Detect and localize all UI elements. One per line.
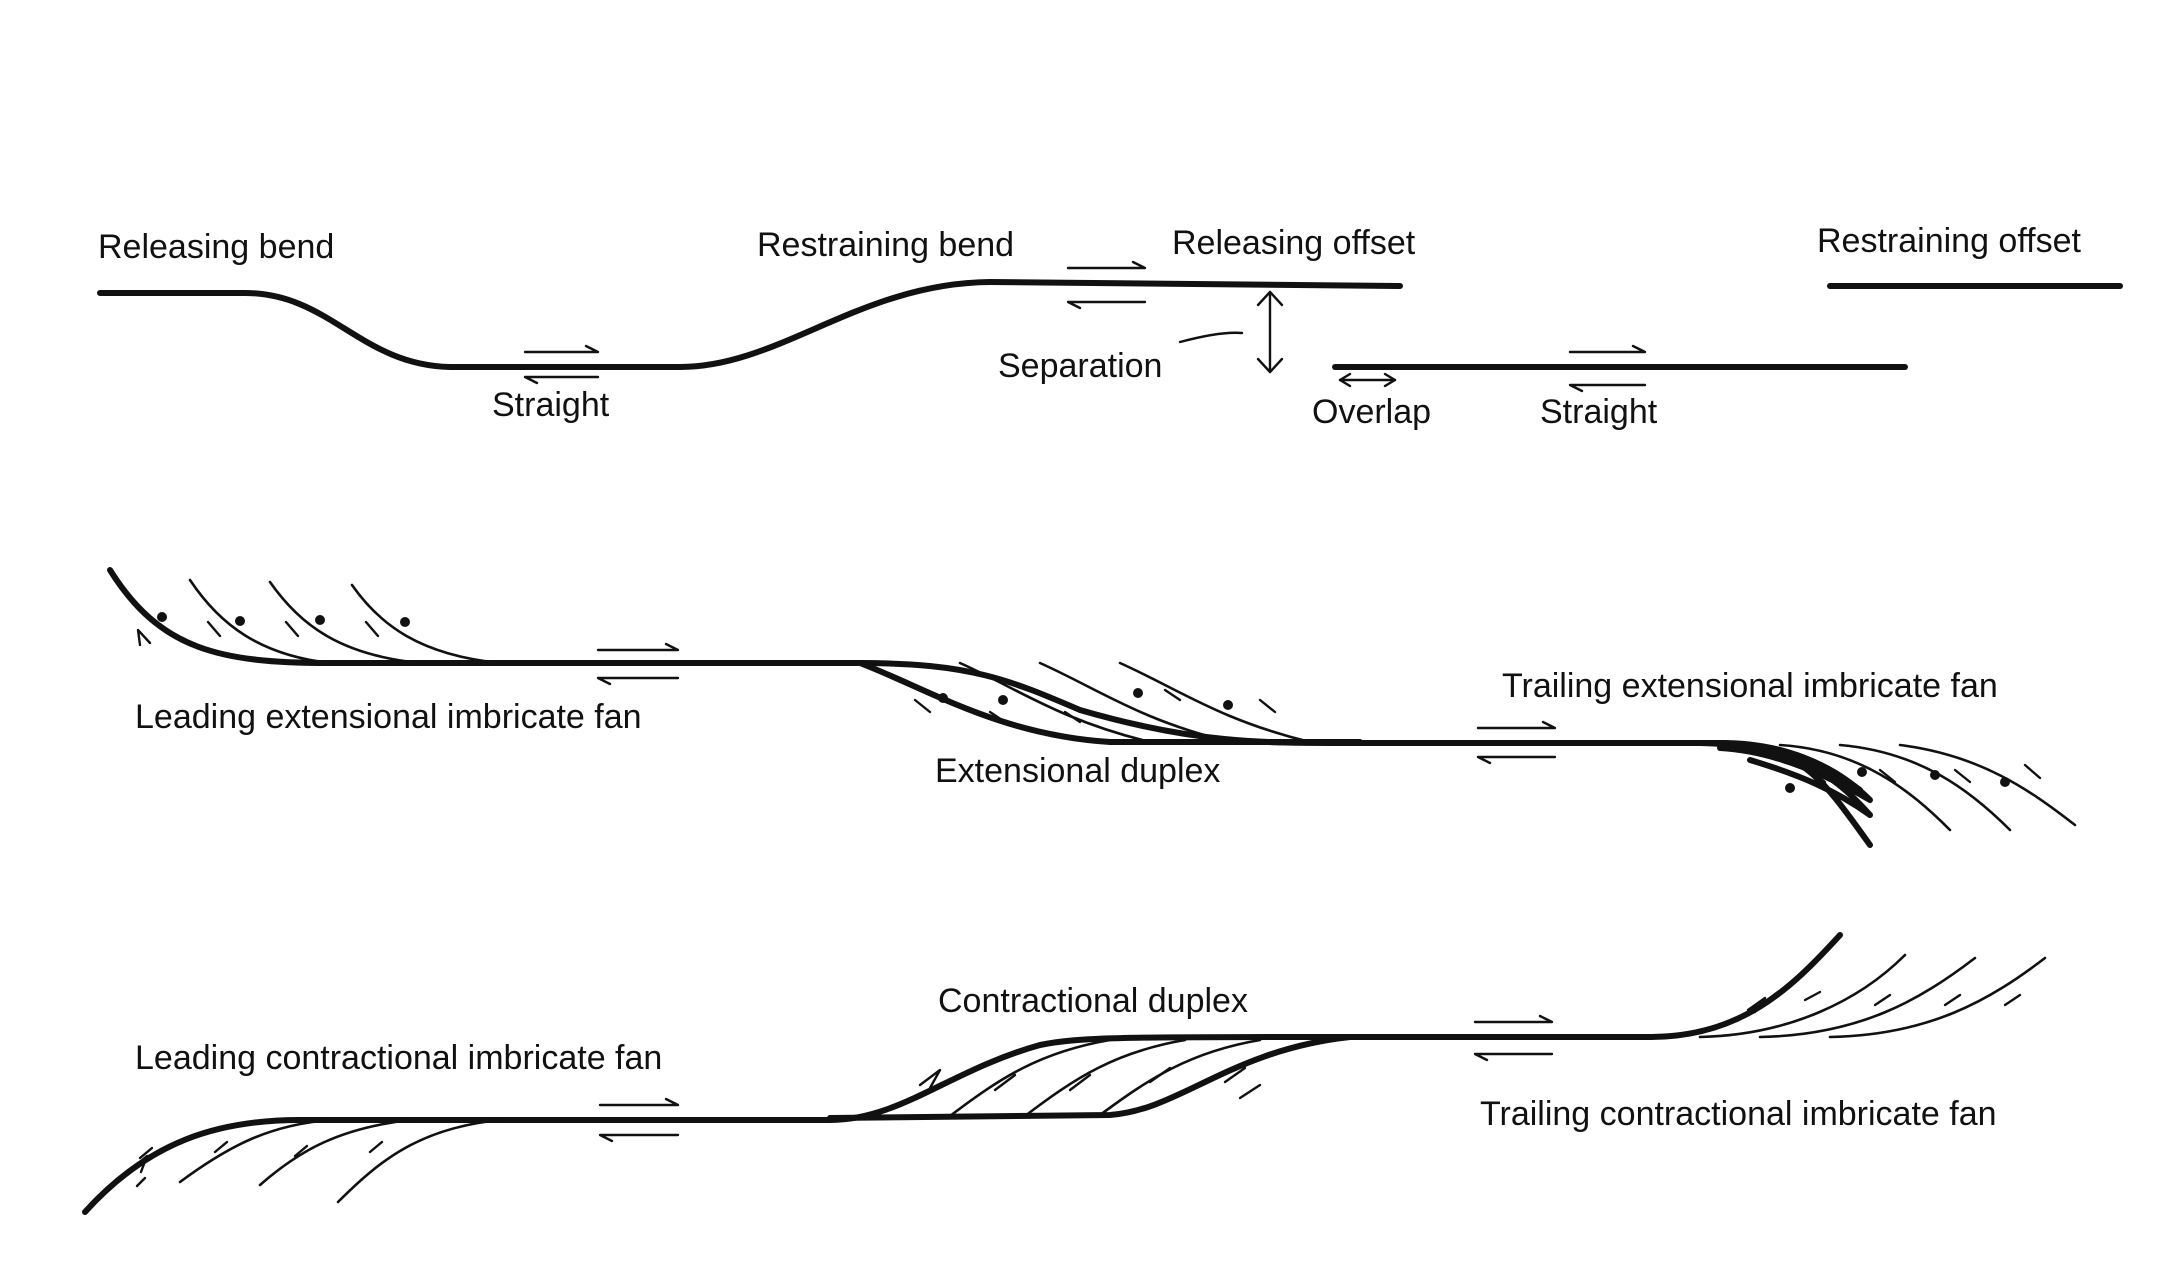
label-trailing-contractional: Trailing contractional imbricate fan — [1480, 1095, 1997, 1133]
trailing-contractional-splays — [1698, 953, 2047, 1039]
label-restraining-offset: Restraining offset — [1817, 222, 2082, 260]
slip-arrows-row1 — [523, 260, 1647, 393]
contractional-duplex-lower — [827, 1034, 1353, 1121]
label-separation: Separation — [998, 347, 1162, 385]
extensional-duplex-horses — [913, 661, 1312, 744]
leading-extensional-splays — [136, 578, 502, 665]
bend-fault-trace — [97, 279, 1403, 370]
separation-arrow — [1178, 290, 1284, 374]
extensional-main-fault-duplex-lower — [857, 660, 1363, 745]
row-extensional: Leading extensional imbricate fan Extens… — [107, 567, 2077, 848]
overlap-arrow — [1338, 372, 1397, 388]
label-leading-extensional: Leading extensional imbricate fan — [135, 698, 642, 736]
label-restraining-bend: Restraining bend — [757, 226, 1014, 264]
label-straight-2: Straight — [1540, 393, 1658, 431]
label-straight-1: Straight — [492, 386, 610, 424]
label-contractional-duplex: Contractional duplex — [938, 982, 1248, 1020]
row-bends-offsets: Releasing bend Restraining bend Releasin… — [97, 222, 2123, 431]
slip-arrows-row2 — [596, 642, 1557, 765]
leading-contractional-splays — [133, 1118, 502, 1204]
row-contractional: Contractional duplex Leading contraction… — [82, 932, 2047, 1215]
contractional-duplex-horses — [918, 1038, 1262, 1118]
label-releasing-bend: Releasing bend — [98, 228, 334, 266]
contractional-main-fault — [82, 932, 1843, 1215]
label-leading-contractional: Leading contractional imbricate fan — [135, 1039, 662, 1077]
slip-arrows-row3 — [598, 1014, 1554, 1143]
label-overlap: Overlap — [1312, 393, 1431, 431]
label-releasing-offset: Releasing offset — [1172, 224, 1416, 262]
trailing-extensional-splays — [1778, 743, 2077, 832]
label-trailing-extensional: Trailing extensional imbricate fan — [1502, 667, 1998, 705]
label-extensional-duplex: Extensional duplex — [935, 752, 1220, 790]
trailing-main-curve — [1697, 740, 1873, 848]
